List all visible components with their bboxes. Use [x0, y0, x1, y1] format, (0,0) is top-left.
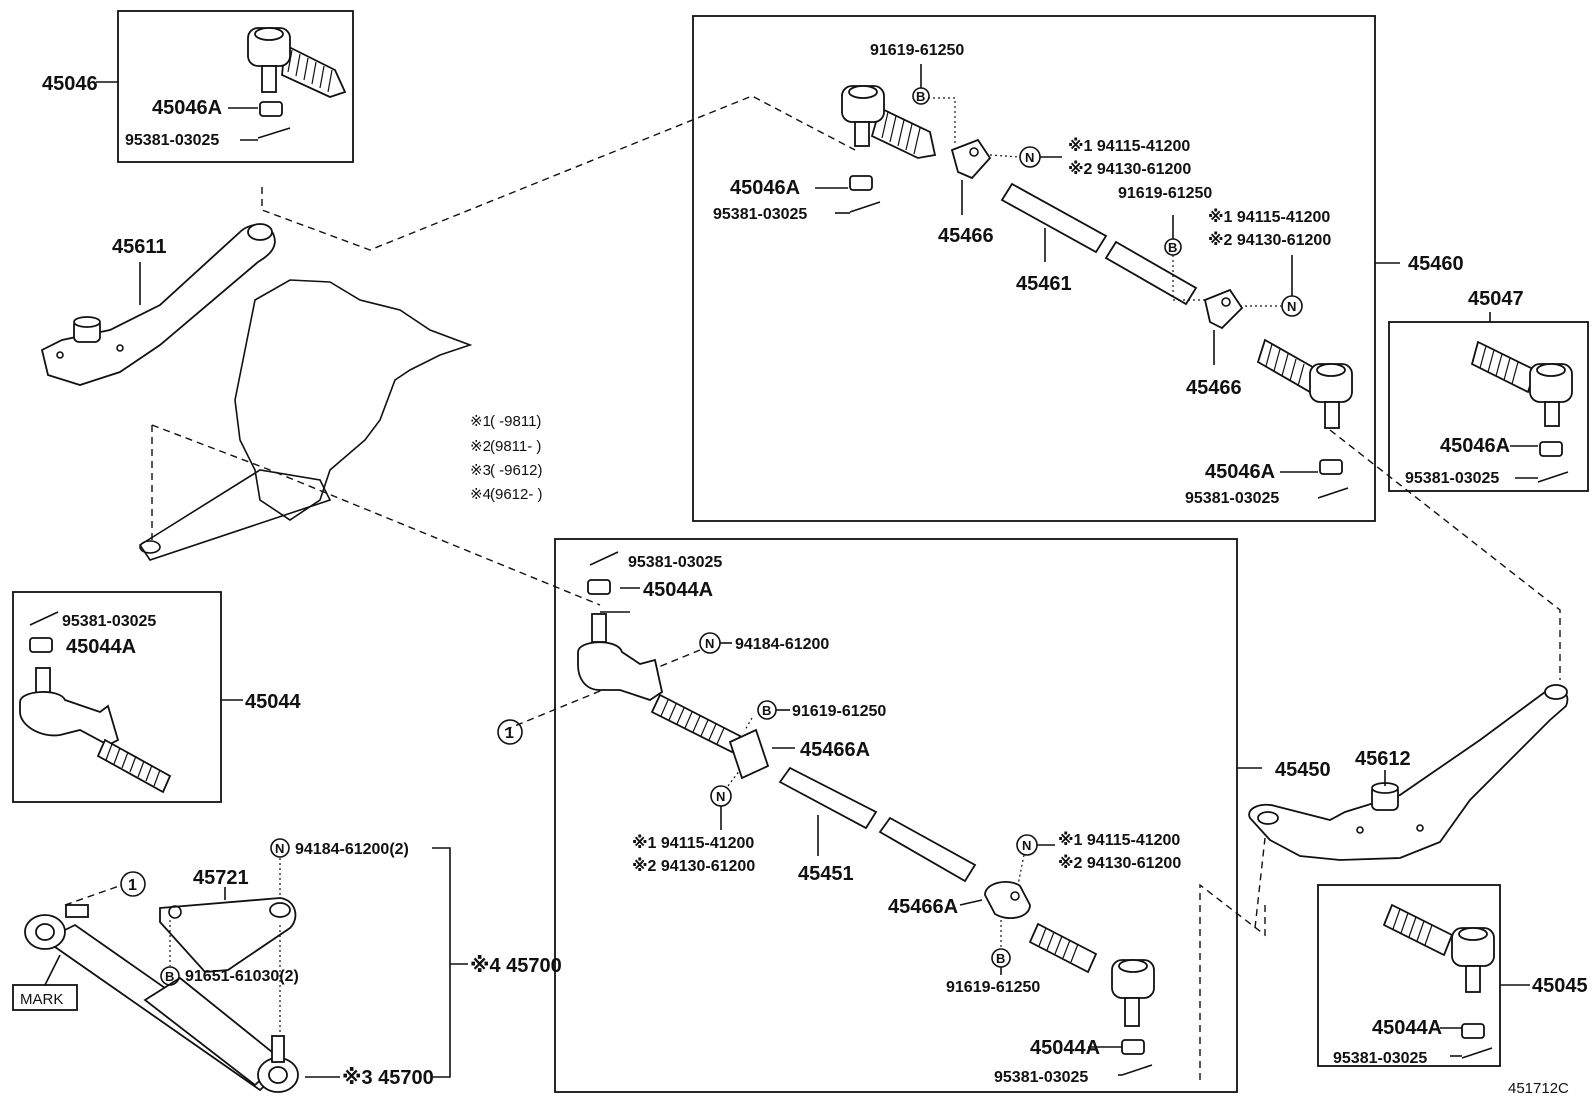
tie-rod-end-45045 — [1382, 903, 1530, 1059]
svg-text:N: N — [716, 789, 725, 804]
label-45046A: 45046A — [152, 97, 222, 119]
bracket-45721: N B 1 — [120, 838, 468, 1078]
svg-text:N: N — [275, 841, 284, 856]
callouts-45460: B N B N — [815, 64, 1400, 473]
svg-text:B: B — [762, 703, 771, 718]
label-45466: 45466 — [938, 225, 994, 247]
label-91619: 91619-61250 — [870, 42, 964, 59]
legend-item-4: ※4 — [470, 486, 491, 503]
label-45466A: 45466A — [888, 896, 958, 918]
label-94184: 94184-61200(2) — [295, 841, 409, 858]
svg-text:( -9811): ( -9811) — [490, 413, 541, 430]
svg-text:(9612- ): (9612- ) — [490, 486, 543, 503]
label-91619: 91619-61250 — [792, 703, 886, 720]
label-45451: 45451 — [798, 863, 854, 885]
label-nut-note-2: ※2 94130-61200 — [1058, 854, 1181, 872]
svg-text:B: B — [165, 969, 174, 984]
legend-item-1: ※1 — [470, 413, 491, 430]
legend-item-3: ※3 — [470, 462, 491, 479]
label-nut-note-1: ※1 94115-41200 — [1208, 208, 1330, 226]
label-45044: 45044 — [245, 691, 301, 713]
label-45044A: 45044A — [66, 636, 136, 658]
damper-45700 — [12, 904, 299, 1093]
label-45611: 45611 — [112, 236, 167, 258]
idler-arm-45612 — [1248, 684, 1569, 861]
label-45044A: 45044A — [1030, 1037, 1100, 1059]
tie-rod-end-45046 — [247, 27, 347, 139]
svg-text:B: B — [1168, 240, 1177, 255]
pitman-arm-45611 — [40, 223, 276, 386]
detail-box-45046 — [117, 10, 354, 163]
detail-box-45047 — [1388, 321, 1589, 492]
steering-gear-outline — [138, 279, 473, 561]
detail-box-45450 — [554, 538, 1238, 1093]
label-94184: 94184-61200 — [735, 636, 829, 653]
svg-text:( -9612): ( -9612) — [490, 462, 543, 479]
label-nut-note-2: ※2 94130-61200 — [632, 857, 755, 875]
label-95381: 95381-03025 — [1333, 1050, 1427, 1067]
legend-item-2: ※2 — [470, 438, 491, 455]
svg-text:1: 1 — [505, 725, 514, 742]
svg-text:N: N — [1025, 150, 1034, 165]
detail-box-45460 — [692, 15, 1376, 522]
label-nut-note-2: ※2 94130-61200 — [1208, 231, 1331, 249]
callouts-45450: N B N N B 1 — [497, 587, 1262, 1076]
label-45700: ※4 45700 — [470, 955, 562, 977]
label-45461: 45461 — [1016, 273, 1072, 295]
label-45044A: 45044A — [643, 579, 713, 601]
label-95381: 95381-03025 — [1185, 490, 1279, 507]
svg-text:(9811- ): (9811- ) — [490, 438, 541, 455]
label-45460: 45460 — [1408, 253, 1464, 275]
label-91619: 91619-61250 — [1118, 185, 1212, 202]
label-45046A: 45046A — [1205, 461, 1275, 483]
tie-rod-end-45044 — [19, 611, 243, 794]
svg-text:N: N — [1287, 299, 1296, 314]
connection-lines — [64, 95, 1561, 1080]
svg-text:N: N — [705, 636, 714, 651]
label-95381: 95381-03025 — [1405, 470, 1499, 487]
label-45450: 45450 — [1275, 759, 1331, 781]
label-95381: 95381-03025 — [713, 206, 807, 223]
label-45046A: 45046A — [730, 177, 800, 199]
svg-text:1: 1 — [128, 877, 137, 894]
label-95381: 95381-03025 — [125, 132, 219, 149]
label-45466A: 45466A — [800, 739, 870, 761]
label-95381: 95381-03025 — [994, 1069, 1088, 1086]
legend: ※1 ( -9811) ※2 (9811- ) ※3 ( -9612) ※4 (… — [470, 413, 543, 503]
label-45047: 45047 — [1468, 288, 1524, 310]
label-45612: 45612 — [1355, 748, 1411, 770]
label-nut-note-1: ※1 94115-41200 — [1068, 137, 1190, 155]
label-95381: 95381-03025 — [628, 554, 722, 571]
label-45046A: 45046A — [1440, 435, 1510, 457]
label-nut-note-2: ※2 94130-61200 — [1068, 160, 1191, 178]
detail-box-45045 — [1317, 884, 1501, 1067]
mark-label: MARK — [20, 991, 63, 1008]
detail-box-45044 — [12, 591, 222, 803]
label-45700: ※3 45700 — [342, 1067, 434, 1089]
part-labels: 45046 45046A 95381-03025 45611 91619-612… — [20, 42, 1588, 1097]
label-91651: 91651-61030(2) — [185, 968, 299, 985]
tie-rod-end-45047 — [1470, 312, 1573, 483]
tie-rod-assembly-45450 — [577, 551, 1155, 1076]
label-95381: 95381-03025 — [62, 613, 156, 630]
svg-text:B: B — [996, 951, 1005, 966]
label-45721: 45721 — [193, 867, 249, 889]
label-45046: 45046 — [42, 73, 98, 95]
svg-text:B: B — [916, 89, 925, 104]
label-nut-note-1: ※1 94115-41200 — [1058, 831, 1180, 849]
label-91619: 91619-61250 — [946, 979, 1040, 996]
svg-text:N: N — [1022, 838, 1031, 853]
label-nut-note-1: ※1 94115-41200 — [632, 834, 754, 852]
tie-rod-assembly-45460 — [841, 85, 1353, 499]
diagram-id: 451712C — [1508, 1080, 1569, 1097]
label-45044A: 45044A — [1372, 1017, 1442, 1039]
label-45466: 45466 — [1186, 377, 1242, 399]
label-45045: 45045 — [1532, 975, 1588, 997]
